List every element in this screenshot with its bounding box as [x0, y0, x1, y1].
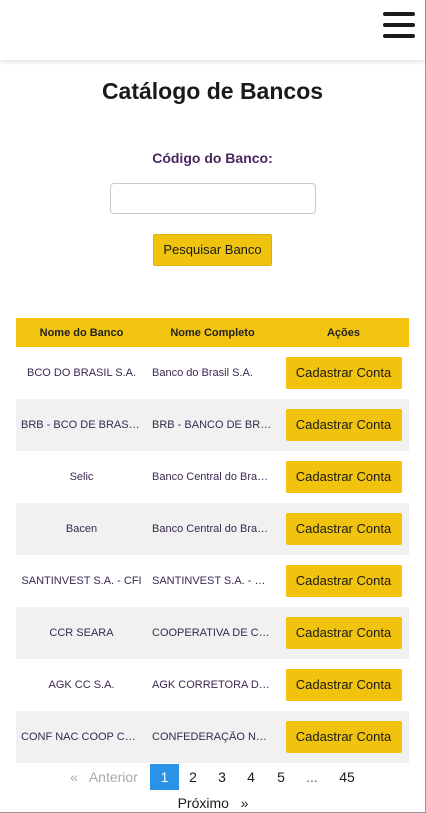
pagination-ellipsis: ... [306, 769, 318, 785]
full-name-cell: Banco Central do Bra… [152, 523, 269, 535]
table-header: Nome do Banco Nome Completo Ações [16, 318, 409, 347]
table-row: Bacen Banco Central do Bra… Cadastrar Co… [16, 503, 409, 555]
actions-cell: Cadastrar Conta [278, 357, 409, 389]
register-account-button[interactable]: Cadastrar Conta [285, 513, 402, 545]
bank-name-cell: Selic [69, 471, 94, 483]
register-account-button[interactable]: Cadastrar Conta [285, 669, 402, 701]
pagination-previous[interactable]: « Anterior [70, 769, 138, 785]
full-name-cell: BRB - BANCO DE BRA… [152, 419, 278, 431]
full-name-cell: AGK CORRETORA DE … [152, 679, 278, 691]
pagination-page-1[interactable]: 1 [150, 764, 179, 790]
top-navbar [0, 0, 425, 60]
register-account-button[interactable]: Cadastrar Conta [285, 461, 402, 493]
search-bank-button[interactable]: Pesquisar Banco [153, 234, 272, 266]
full-name-cell: CONFEDERAÇÃO NA… [152, 731, 275, 743]
bank-name-cell: SANTINVEST S.A. - CFI [21, 575, 142, 587]
actions-cell: Cadastrar Conta [278, 409, 409, 441]
pagination-page-45[interactable]: 45 [339, 769, 355, 785]
full-name-cell: Banco Central do Bra… [152, 471, 269, 483]
bank-code-label: Código do Banco: [152, 150, 273, 166]
table-row: BRB - BCO DE BRASIL… BRB - BANCO DE BRA…… [16, 399, 409, 451]
register-account-button[interactable]: Cadastrar Conta [285, 565, 402, 597]
header-actions: Ações [326, 326, 361, 339]
table-row: CONF NAC COOP CE… CONFEDERAÇÃO NA… Cadas… [16, 711, 409, 763]
actions-cell: Cadastrar Conta [278, 669, 409, 701]
table-row: BCO DO BRASIL S.A. Banco do Brasil S.A. … [16, 347, 409, 399]
bank-name-cell: Bacen [65, 523, 98, 535]
full-name-cell: SANTINVEST S.A. - C… [152, 575, 274, 587]
header-full-name: Nome Completo [170, 326, 255, 339]
table-row: Selic Banco Central do Bra… Cadastrar Co… [16, 451, 409, 503]
bank-name-cell: AGK CC S.A. [48, 679, 115, 691]
page-title: Catálogo de Bancos [101, 78, 324, 104]
actions-cell: Cadastrar Conta [278, 565, 409, 597]
full-name-cell: Banco do Brasil S.A. [152, 367, 253, 379]
table-row: AGK CC S.A. AGK CORRETORA DE … Cadastrar… [16, 659, 409, 711]
banks-table: Nome do Banco Nome Completo Ações BCO DO… [16, 318, 409, 763]
pagination-page-5[interactable]: 5 [277, 769, 285, 785]
register-account-button[interactable]: Cadastrar Conta [285, 721, 402, 753]
bank-name-cell: CONF NAC COOP CE… [21, 731, 144, 743]
pagination-next[interactable]: Próximo » [177, 795, 249, 811]
actions-cell: Cadastrar Conta [278, 617, 409, 649]
actions-cell: Cadastrar Conta [278, 721, 409, 753]
register-account-button[interactable]: Cadastrar Conta [285, 357, 402, 389]
pagination-page-4[interactable]: 4 [247, 769, 255, 785]
bank-name-cell: BCO DO BRASIL S.A. [26, 367, 136, 379]
register-account-button[interactable]: Cadastrar Conta [285, 409, 402, 441]
full-name-cell: COOPERATIVA DE CR… [152, 627, 278, 639]
pagination-page-3[interactable]: 3 [218, 769, 226, 785]
register-account-button[interactable]: Cadastrar Conta [285, 617, 402, 649]
header-bank-name: Nome do Banco [39, 326, 124, 339]
table-row: CCR SEARA COOPERATIVA DE CR… Cadastrar C… [16, 607, 409, 659]
pagination-page-2[interactable]: 2 [189, 769, 197, 785]
bank-name-cell: BRB - BCO DE BRASIL… [21, 419, 147, 431]
hamburger-menu-icon[interactable] [383, 12, 415, 40]
bank-name-cell: CCR SEARA [49, 627, 114, 639]
actions-cell: Cadastrar Conta [278, 513, 409, 545]
table-row: SANTINVEST S.A. - CFI SANTINVEST S.A. - … [16, 555, 409, 607]
actions-cell: Cadastrar Conta [278, 461, 409, 493]
bank-code-input[interactable] [110, 183, 316, 214]
